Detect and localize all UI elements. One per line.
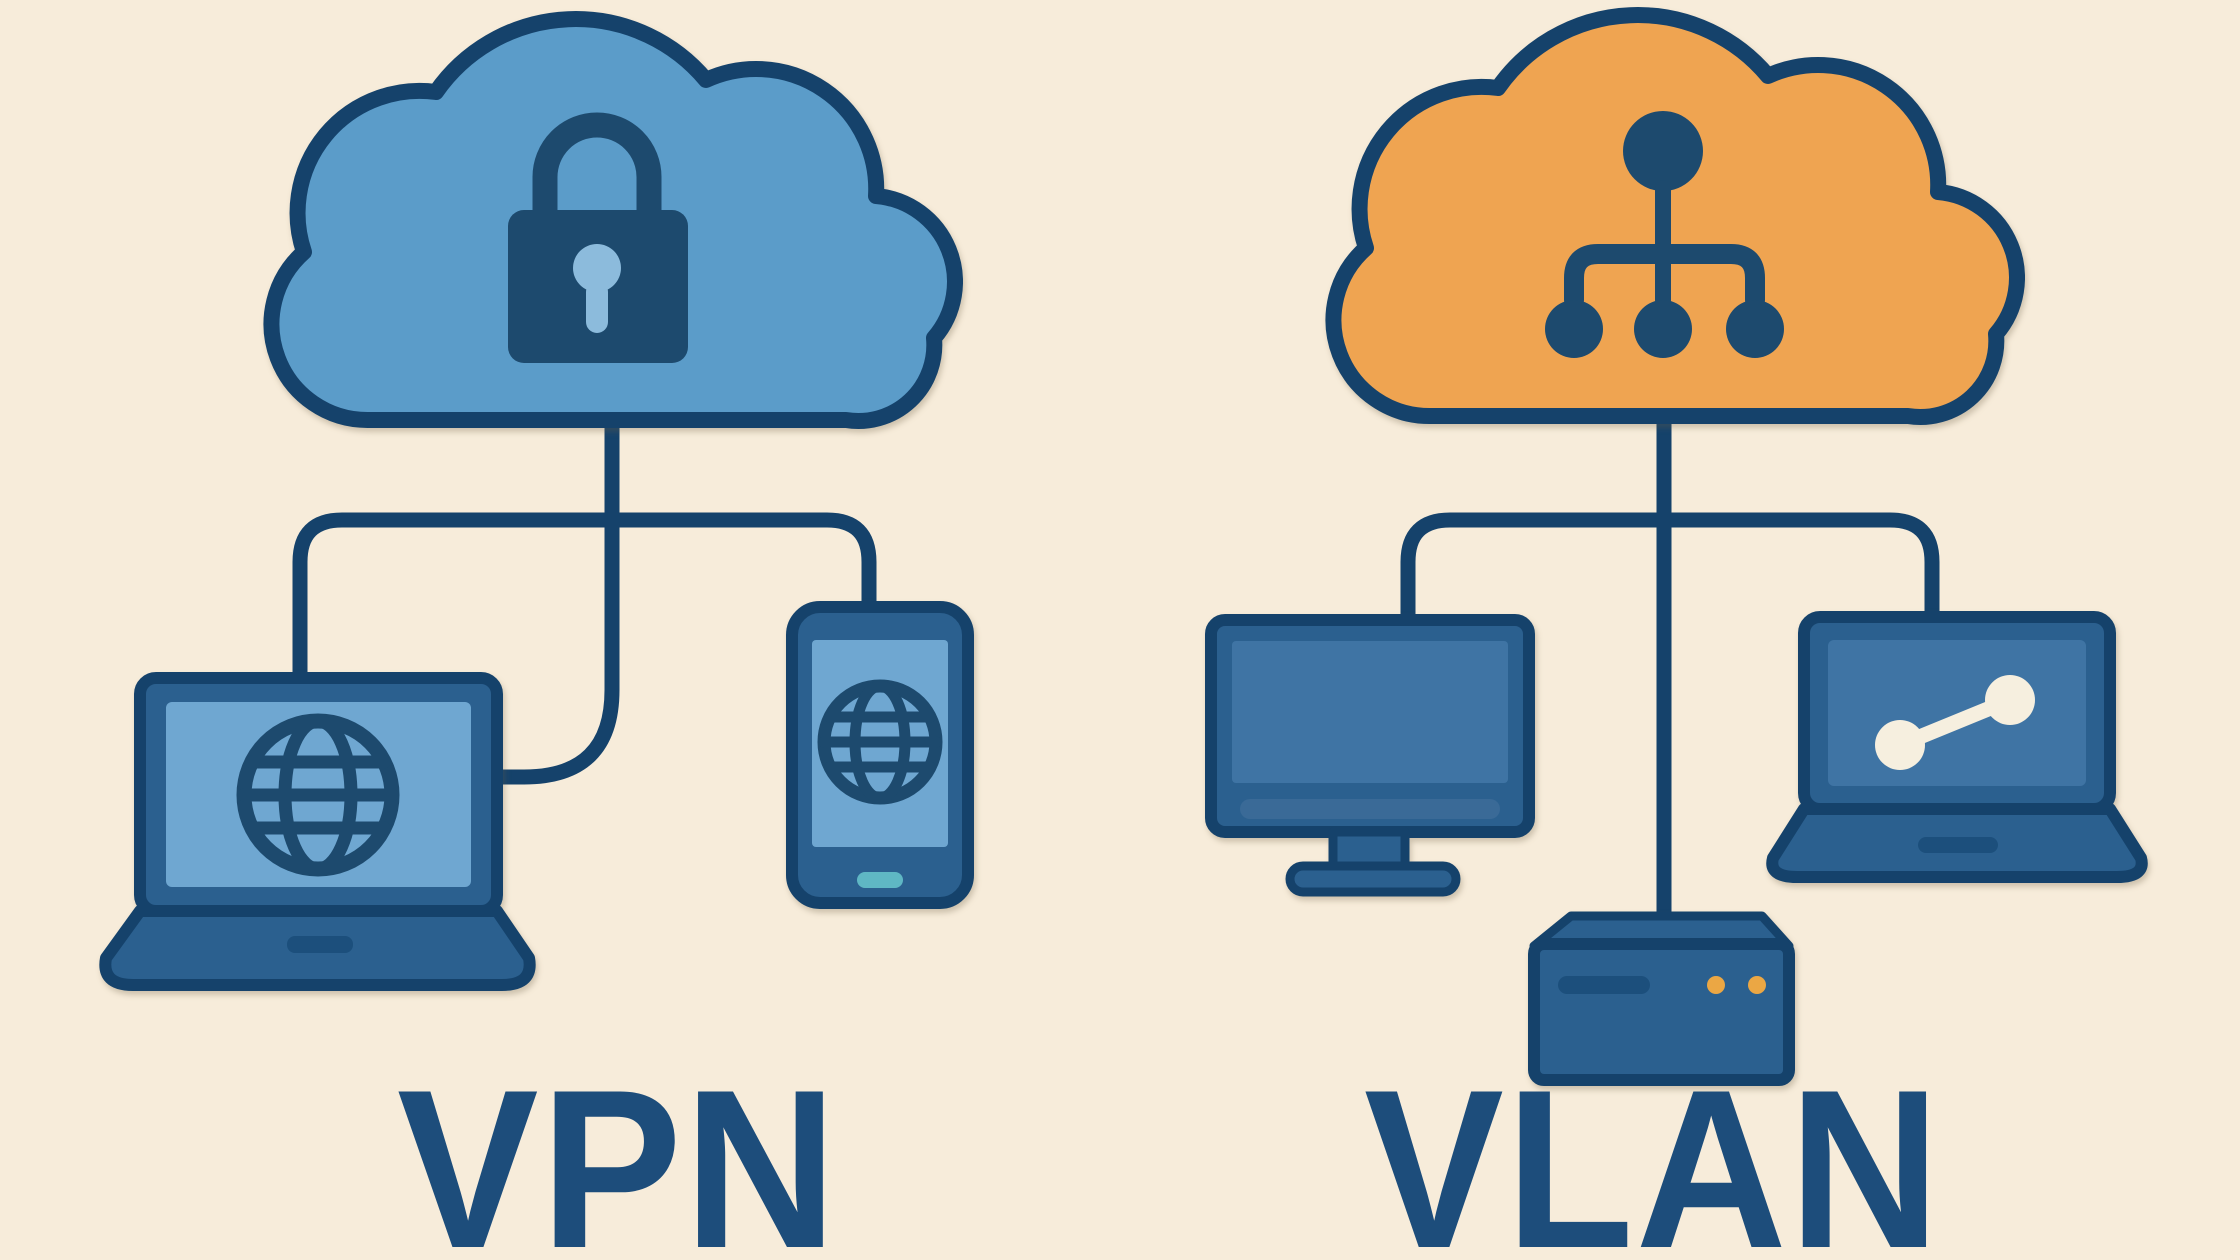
hierarchy-branch-bar — [1564, 244, 1765, 310]
vlan-laptop-trackpad-slot — [1918, 837, 1998, 853]
vpn-smartphone — [786, 601, 974, 909]
share-icon — [1875, 675, 2035, 770]
vpn-connector-line — [292, 512, 877, 692]
vpn-laptop-trackpad-slot — [287, 936, 353, 953]
vlan-cloud — [1325, 7, 2025, 425]
switch-led — [1707, 976, 1725, 994]
lock-keyhole — [573, 244, 621, 292]
hierarchy-leaf-node — [1726, 300, 1784, 358]
lock-keyhole-stem — [586, 281, 608, 333]
switch-led — [1748, 976, 1766, 994]
vpn-phone-home-button — [857, 872, 903, 888]
lock-icon — [508, 112, 688, 363]
hierarchy-icon — [1545, 111, 1784, 358]
vpn-panel: VPN — [99, 11, 974, 1260]
globe-icon — [817, 679, 943, 805]
vpn-cloud-stem — [490, 410, 620, 785]
vlan-panel: VLAN — [1205, 7, 2148, 1260]
vlan-monitor-chin-stripe — [1240, 799, 1500, 819]
hierarchy-leaf-node — [1634, 300, 1692, 358]
globe-icon — [236, 713, 400, 877]
network-switch-device — [1528, 911, 1795, 1086]
hierarchy-leaf-node — [1545, 300, 1603, 358]
vpn-laptop — [99, 672, 536, 991]
vlan-laptop — [1766, 611, 2148, 883]
vlan-monitor-stand-base — [1285, 861, 1461, 897]
vlan-label: VLAN — [1364, 1042, 1942, 1260]
hierarchy-root-node — [1623, 111, 1703, 191]
switch-port-slot — [1558, 976, 1650, 994]
vpn-label: VPN — [397, 1042, 839, 1260]
lock-shackle — [532, 112, 662, 235]
vlan-monitor — [1205, 614, 1535, 897]
vlan-monitor-screen — [1232, 641, 1508, 783]
vlan-laptop-screen — [1828, 640, 2086, 786]
